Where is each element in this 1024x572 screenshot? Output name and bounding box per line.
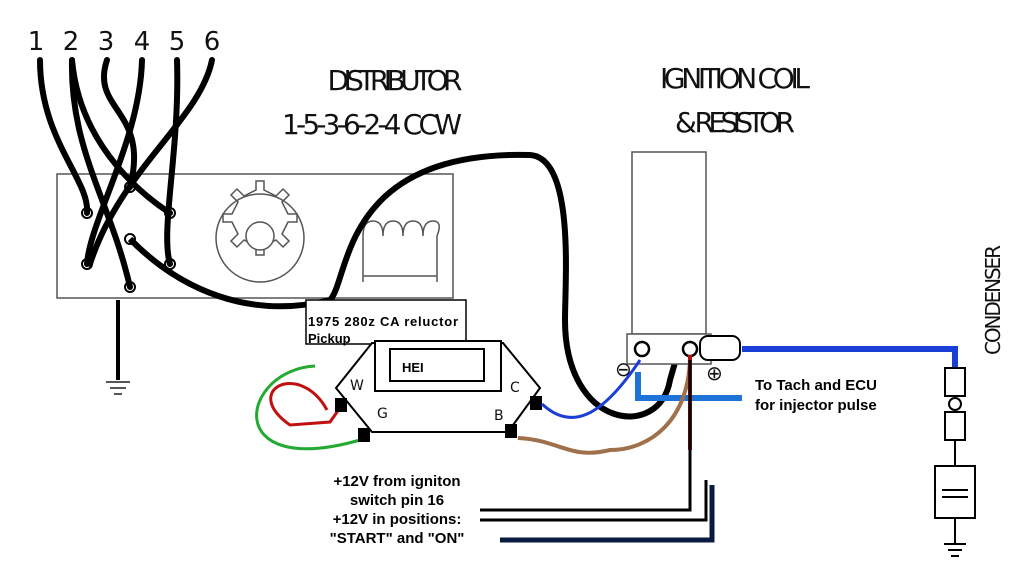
coil-negative-terminal [633, 340, 651, 358]
spark-plug-wires [37, 57, 215, 290]
terminal-g-label: G [377, 406, 388, 422]
power-note-line4: "START" and "ON" [330, 530, 465, 547]
hei-module [334, 340, 542, 433]
condenser-wire-connector [699, 335, 741, 361]
pickup-label-box [305, 299, 467, 345]
terminal-b-label: B [494, 408, 504, 424]
cylinder-number-2: 2 [63, 27, 80, 57]
terminal-c-label: C [510, 380, 520, 396]
ground-symbol-icon [106, 300, 130, 395]
cylinder-number-6: 6 [204, 27, 221, 57]
pickup-red-lead [269, 382, 344, 427]
hei-terminal-c [530, 396, 542, 410]
tach-note-line2: for injector pulse [755, 397, 877, 414]
coil-title-line2: & RESISTOR [675, 106, 795, 139]
tach-wire [635, 372, 742, 401]
pickup-green-lead [255, 364, 361, 451]
distributor-title: DISTRIBUTOR [328, 64, 463, 97]
coil-wire [127, 151, 683, 420]
terminal-w-label: W [350, 378, 364, 394]
coil-title-line1: IGNITION COIL [660, 62, 810, 95]
cylinder-numbers: 1 2 3 4 5 6 [28, 27, 221, 57]
condenser-label: CONDENSER [981, 245, 1005, 355]
hei-b-brown-lead [517, 354, 692, 455]
power-note-line1: +12V from igniton [333, 473, 460, 490]
hei-terminal-b [505, 424, 517, 438]
pickup-label-line2: Pickup [308, 331, 351, 346]
power-note-line3: +12V in positions: [333, 511, 462, 528]
power-note-line2: switch pin 16 [350, 492, 444, 509]
hei-terminal-w [335, 398, 347, 412]
plus-icon: ⊕ [706, 361, 723, 385]
ignition-coil [631, 151, 707, 335]
pickup-label-line1: 1975 280z CA reluctor [308, 314, 458, 329]
cylinder-number-1: 1 [28, 27, 45, 57]
pickup-coil-icon [362, 220, 440, 282]
tach-note-line1: To Tach and ECU [755, 377, 877, 394]
power-feed-wires [480, 360, 715, 543]
coil-negative-blue-lead [540, 359, 642, 419]
condenser-wire [742, 346, 958, 368]
hei-label: HEI [402, 360, 424, 375]
hei-terminal-g [358, 428, 370, 442]
firing-order-label: 1-5-3-6-2-4 CCW [282, 108, 462, 141]
coil-positive-terminal [681, 340, 699, 358]
cylinder-number-3: 3 [98, 27, 115, 57]
cylinder-number-5: 5 [169, 27, 186, 57]
condenser-icon [934, 367, 976, 557]
cylinder-number-4: 4 [134, 27, 151, 57]
reluctor-wheel-icon [215, 180, 305, 283]
